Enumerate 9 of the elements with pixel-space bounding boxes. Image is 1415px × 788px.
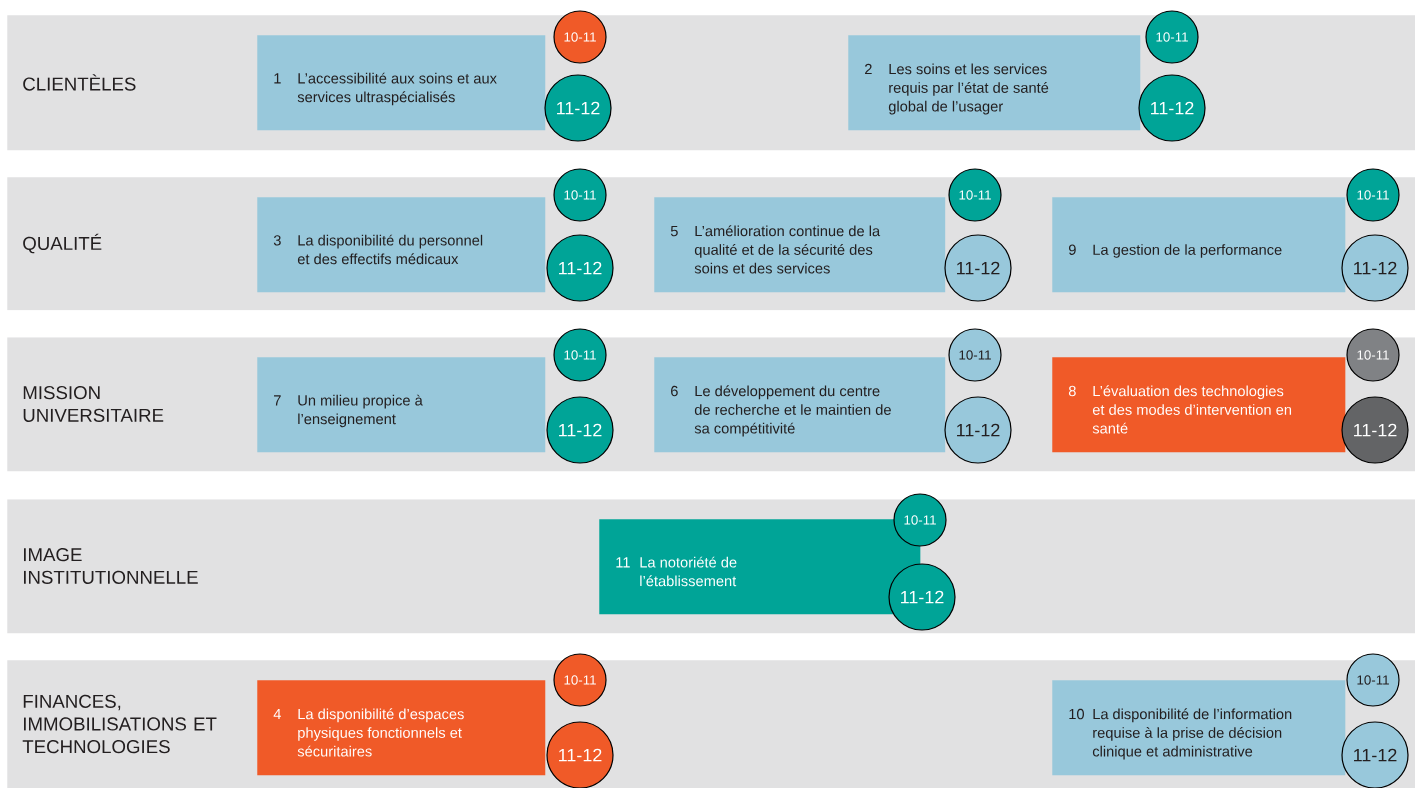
objective-box: 1 L’accessibilité aux soins et aux services ultraspécialisés — [257, 35, 546, 131]
node-label: 11-12 — [1354, 261, 1397, 275]
objective-box: 2 Les soins et les services requis par l’état de santé global de l’usager — [848, 35, 1141, 131]
objective-box: 3 La disponibilité du personnel et des effectifs médicaux — [257, 197, 546, 293]
node-label: 11 — [616, 557, 630, 568]
node-label: 11-12 — [1354, 748, 1397, 762]
objective-box: 7 Un milieu propice à l’enseignement — [257, 357, 546, 453]
objective-box: 8 L’évaluation des technologies et des modes d’intervention en santé — [1052, 357, 1346, 453]
node-label: La notoriété de l’établissement — [640, 556, 737, 587]
